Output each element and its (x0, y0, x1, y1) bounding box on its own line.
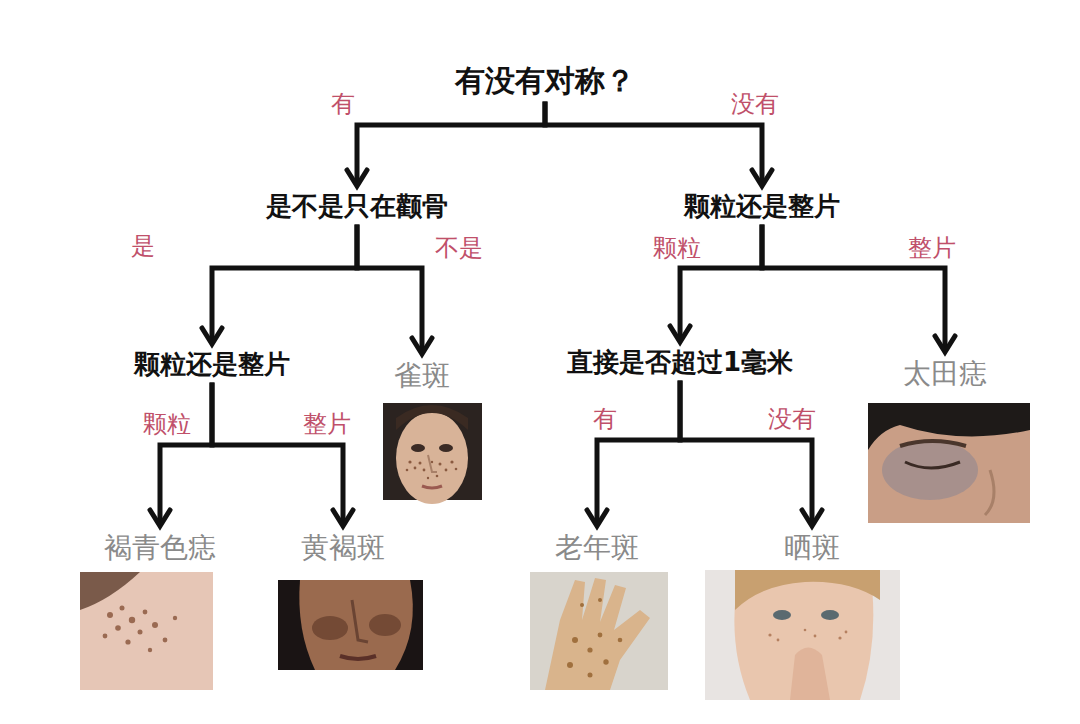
condition-name: 黄褐斑 (301, 530, 385, 565)
question-text: 颗粒还是整片 (134, 348, 290, 381)
freckles-photo (383, 403, 482, 504)
leaf-label: 黄褐斑 (297, 530, 389, 565)
question-node: 有没有对称？ (451, 62, 639, 100)
branch-label: 不是 (432, 234, 486, 263)
condition-name: 雀斑 (394, 358, 450, 393)
question-node: 是不是只在颧骨 (262, 190, 452, 223)
sun-spots-photo (705, 570, 900, 700)
branch-label: 整片 (905, 234, 959, 263)
question-node: 颗粒还是整片 (130, 348, 294, 381)
branch-label: 是 (128, 232, 158, 261)
leaf-label: 老年斑 (551, 530, 643, 565)
branch-arrow (202, 225, 357, 345)
question-text: 是不是只在颧骨 (266, 190, 448, 223)
branch-label: 颗粒 (650, 234, 704, 263)
condition-name: 褐青色痣 (104, 530, 216, 565)
branch-label: 有 (590, 405, 620, 434)
condition-name: 太田痣 (903, 356, 987, 391)
branch-label: 没有 (728, 90, 782, 119)
nevus-of-hori-photo (80, 572, 213, 690)
leaf-label: 晒斑 (780, 530, 844, 565)
question-text: 有没有对称？ (455, 62, 635, 100)
question-node: 直接是否超过1毫米 (563, 346, 797, 379)
question-text: 颗粒还是整片 (684, 190, 840, 223)
branch-arrow (587, 381, 680, 527)
question-node: 颗粒还是整片 (680, 190, 844, 223)
branch-label: 有 (328, 90, 358, 119)
age-spots-photo (530, 572, 668, 690)
question-text: 直接是否超过1毫米 (567, 346, 793, 379)
branch-label: 整片 (300, 410, 354, 439)
condition-name: 老年斑 (555, 530, 639, 565)
branch-arrow (680, 381, 822, 527)
condition-name: 晒斑 (784, 530, 840, 565)
branch-arrow (212, 383, 353, 527)
leaf-label: 褐青色痣 (100, 530, 220, 565)
branch-label: 没有 (765, 405, 819, 434)
branch-arrow (357, 225, 432, 355)
ota-nevus-photo (868, 403, 1030, 523)
melasma-photo (278, 580, 423, 670)
branch-arrow (150, 383, 212, 527)
leaf-label: 雀斑 (390, 358, 454, 393)
leaf-label: 太田痣 (899, 356, 991, 391)
branch-arrow (347, 102, 545, 187)
branch-label: 颗粒 (140, 410, 194, 439)
